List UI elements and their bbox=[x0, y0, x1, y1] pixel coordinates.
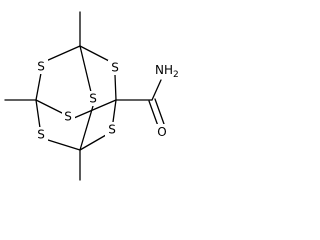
atom-s6-label: S bbox=[108, 123, 116, 137]
bond-s1-c2 bbox=[35, 72, 42, 101]
bond-c1-s3 bbox=[79, 45, 92, 93]
atom-s6: S bbox=[105, 122, 118, 137]
atom-s2: S bbox=[108, 60, 121, 75]
atom-s2-label: S bbox=[111, 61, 119, 75]
atom-s3: S bbox=[86, 91, 99, 106]
bond-carbonyl-n bbox=[151, 79, 162, 101]
atom-nh2-main: NH bbox=[155, 63, 173, 77]
bond-c3-s6 bbox=[79, 134, 107, 151]
bonds bbox=[4, 11, 165, 181]
bond-c2-s4 bbox=[35, 99, 63, 114]
atom-nh2-subscript: 2 bbox=[173, 70, 179, 80]
atom-s1: S bbox=[35, 59, 48, 74]
bond-c1-s2 bbox=[79, 45, 112, 63]
atom-s5: S bbox=[35, 127, 48, 142]
atom-o-label: O bbox=[157, 125, 166, 139]
atom-s3-label: S bbox=[89, 92, 97, 106]
bond-s3-c3 bbox=[79, 105, 94, 151]
atom-labels: S S S S S S O NH2 bbox=[35, 59, 184, 142]
bond-carbonyl-o-a bbox=[148, 100, 159, 127]
atom-nh2: NH2 bbox=[154, 62, 184, 80]
bond-carbonyl-o-b bbox=[154, 98, 165, 125]
atom-s1-label: S bbox=[37, 60, 45, 74]
bond-s5-c3 bbox=[47, 139, 81, 151]
atom-o: O bbox=[155, 124, 169, 139]
molecule-structure: S S S S S S O NH2 bbox=[4, 11, 184, 181]
bond-s2-c4 bbox=[114, 74, 117, 101]
atom-s4: S bbox=[62, 109, 75, 124]
bond-c1-s1 bbox=[45, 45, 81, 62]
bond-c2-s5 bbox=[35, 99, 41, 129]
atom-nh2-label: NH2 bbox=[155, 63, 179, 80]
bond-s4-c4 bbox=[73, 99, 117, 119]
atom-s5-label: S bbox=[37, 128, 45, 142]
atom-s4-label: S bbox=[64, 110, 72, 124]
bond-s6-c4 bbox=[112, 99, 117, 123]
